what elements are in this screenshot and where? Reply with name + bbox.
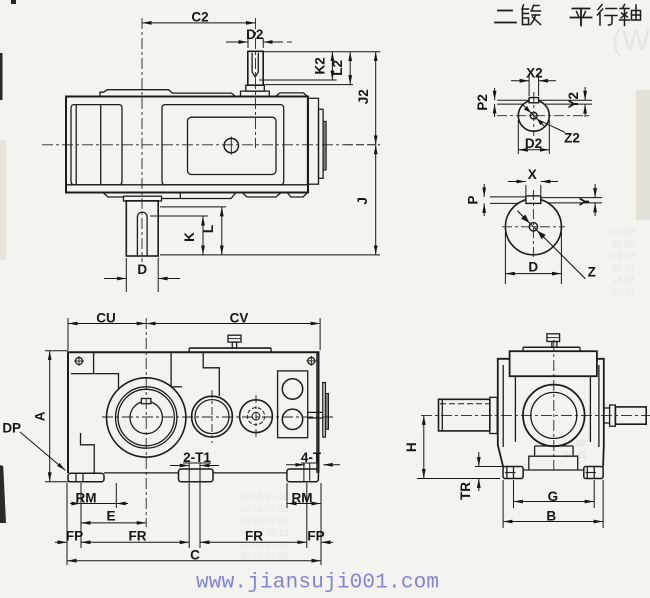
svg-text:D2: D2 xyxy=(525,136,542,151)
svg-text:DP: DP xyxy=(2,420,21,435)
svg-text:A: A xyxy=(33,411,48,421)
svg-text:L: L xyxy=(201,225,216,233)
svg-text:80 S1: 80 S1 xyxy=(612,263,636,273)
svg-text:X: X xyxy=(528,167,537,182)
svg-text:80 18 50 S8: 80 18 50 S8 xyxy=(240,504,289,514)
svg-text:05 80 18 50: 05 80 18 50 xyxy=(240,516,288,526)
svg-text:P2: P2 xyxy=(475,94,490,111)
svg-text:18 05 SS 08: 18 05 SS 08 xyxy=(240,540,290,550)
svg-text:B: B xyxy=(546,508,556,523)
svg-text:X2: X2 xyxy=(526,66,543,81)
svg-text:S0 81: S0 81 xyxy=(563,450,587,460)
svg-text:D: D xyxy=(137,262,147,277)
svg-text:www.jiansuji001.com: www.jiansuji001.com xyxy=(196,572,439,595)
svg-text:G: G xyxy=(548,489,559,504)
svg-text:18 08: 18 08 xyxy=(612,275,635,285)
svg-text:2-T1: 2-T1 xyxy=(183,450,211,465)
svg-text:K: K xyxy=(182,232,197,242)
svg-text:TR: TR xyxy=(458,482,473,500)
svg-text:FR: FR xyxy=(129,528,147,543)
svg-text:Z: Z xyxy=(588,265,596,280)
svg-text:FP: FP xyxy=(307,528,324,543)
svg-text:C: C xyxy=(190,548,200,563)
svg-text:Y2: Y2 xyxy=(566,92,581,109)
svg-text:S8 05 80 18: S8 05 80 18 xyxy=(240,528,289,538)
svg-text:Z2: Z2 xyxy=(564,131,580,146)
svg-text:CV: CV xyxy=(230,310,249,325)
svg-text:L2: L2 xyxy=(330,60,345,76)
svg-text:D: D xyxy=(528,259,538,274)
svg-text:D2: D2 xyxy=(246,27,263,42)
svg-text:Y: Y xyxy=(577,197,592,206)
svg-text:80 18 50 S8: 80 18 50 S8 xyxy=(240,551,289,561)
svg-text:E: E xyxy=(106,509,115,524)
svg-text:W): W) xyxy=(612,24,650,57)
svg-text:K2: K2 xyxy=(313,57,328,74)
svg-text:81 S0: 81 S0 xyxy=(612,239,636,249)
svg-text:H: H xyxy=(404,442,419,452)
svg-text:00 S8: 00 S8 xyxy=(612,227,636,237)
svg-text:P: P xyxy=(466,195,481,204)
svg-text:RM: RM xyxy=(292,490,313,505)
svg-text:RM: RM xyxy=(76,490,97,505)
svg-text:C2: C2 xyxy=(191,10,208,25)
svg-text:18 05 SS 08: 18 05 SS 08 xyxy=(240,492,290,502)
svg-text:FR: FR xyxy=(245,528,263,543)
svg-text:S0 81: S0 81 xyxy=(612,287,636,297)
svg-text:0S 18: 0S 18 xyxy=(612,251,636,261)
svg-text:4-T: 4-T xyxy=(301,450,322,465)
svg-text:CU: CU xyxy=(96,310,116,325)
svg-text:J2: J2 xyxy=(356,89,371,104)
svg-text:18 08: 18 08 xyxy=(563,438,586,448)
svg-text:J: J xyxy=(355,197,370,205)
svg-text:FP: FP xyxy=(66,528,83,543)
